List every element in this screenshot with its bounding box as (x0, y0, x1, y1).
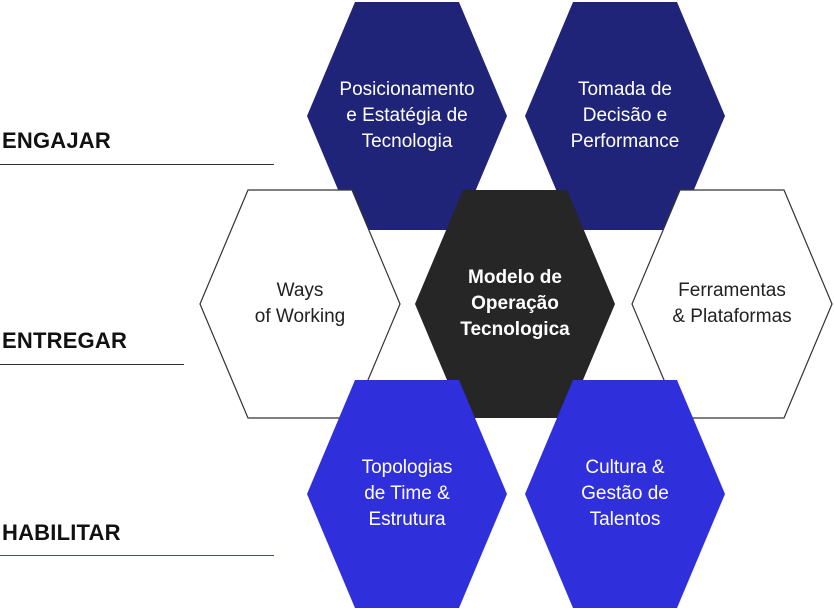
hexagon-label-ferramentas: Ferramentas & Plataformas (672, 280, 792, 327)
row-label-habilitar: HABILITAR (2, 520, 121, 545)
hexagon-posicionamento (307, 2, 507, 230)
hexagon-label-cultura: Cultura & Gestão de Talentos (581, 457, 669, 530)
hexagon-ferramentas (631, 189, 833, 419)
row-divider-engajar (0, 164, 274, 165)
hexagon-tomada-decisao (525, 2, 725, 230)
hexagon-label-topologias: Topologias de Time & Estrutura (361, 457, 453, 530)
hexagon-topologias (307, 380, 507, 608)
hexagon-label-tomada-decisao: Tomada de Decisão e Performance (570, 79, 680, 152)
hexagon-label-modelo-operacao: Modelo de Operação Tecnologica (460, 267, 570, 340)
row-divider-entregar (0, 364, 184, 365)
row-divider-habilitar (0, 555, 274, 556)
hexagon-label-posicionamento: Posicionamento e Estatégia de Tecnologia (339, 79, 475, 152)
hexagon-modelo-operacao (415, 190, 615, 418)
row-label-engajar: ENGAJAR (2, 128, 111, 153)
hexagon-cultura (525, 380, 725, 608)
row-label-entregar: ENTREGAR (2, 328, 128, 353)
hexagon-label-ways-of-working: Ways of Working (254, 280, 346, 327)
